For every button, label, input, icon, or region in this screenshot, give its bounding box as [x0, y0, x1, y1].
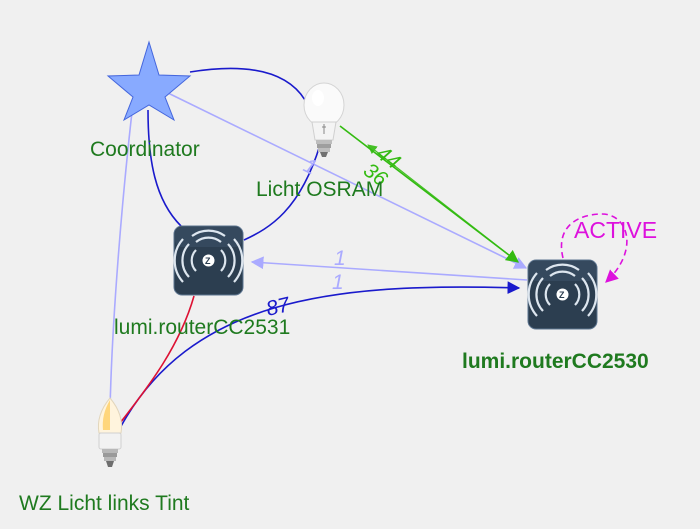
edge-osram-router2531	[243, 144, 321, 241]
edge-coordinator-router2530	[167, 92, 528, 269]
licht-osram-node[interactable]: Licht OSRAM	[256, 82, 383, 201]
edge-label-router-upper-1: 1	[334, 247, 346, 270]
router-cc2531-label: lumi.routerCC2531	[114, 316, 290, 339]
edge-coordinator-osram	[189, 67, 306, 101]
wz-licht-label: WZ Licht links Tint	[19, 492, 190, 515]
edge-wz-router2530	[119, 281, 521, 429]
coordinator-label: Coordinator	[90, 138, 200, 161]
candle-bulb-icon	[97, 397, 123, 467]
zigbee-router-icon: Z	[527, 259, 598, 330]
edge-router2530-router2531	[250, 256, 528, 281]
router-cc2530-node[interactable]: Z lumi.routerCC2530	[462, 259, 649, 373]
edge-router2530-osram	[367, 144, 519, 263]
router-cc2531-node[interactable]: Z lumi.routerCC2531	[114, 225, 290, 339]
svg-text:Z: Z	[205, 256, 211, 266]
edge-label-active: ACTIVE	[574, 217, 657, 243]
zigbee-router-icon: Z	[173, 225, 244, 296]
edge-coordinator-router2531	[147, 109, 182, 227]
bulb-icon	[303, 82, 345, 157]
edge-router2531-wz	[119, 295, 195, 424]
edge-coordinator-wz	[109, 111, 133, 411]
star-icon	[106, 40, 192, 122]
wz-licht-node[interactable]: WZ Licht links Tint	[19, 397, 190, 515]
edge-router2530-self-loop	[560, 213, 628, 283]
svg-text:Z: Z	[559, 290, 565, 300]
edge-label-router-lower-1: 1	[332, 271, 344, 294]
router-cc2530-label: lumi.routerCC2530	[462, 350, 649, 373]
licht-osram-label: Licht OSRAM	[256, 178, 383, 201]
coordinator-node[interactable]: Coordinator	[90, 40, 200, 161]
